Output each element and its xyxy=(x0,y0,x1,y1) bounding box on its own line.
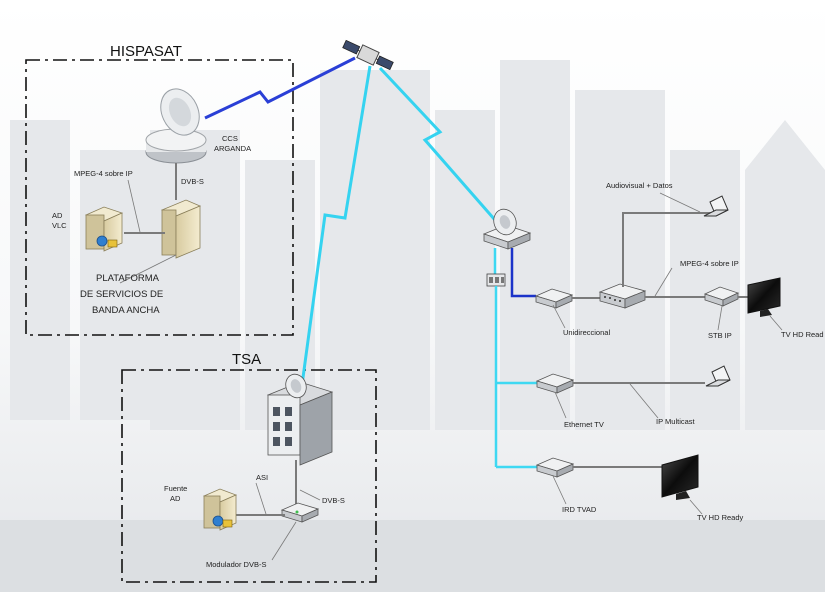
building-icon xyxy=(266,381,334,466)
ip-multicast-leader xyxy=(629,383,659,419)
ethernet-leader xyxy=(554,391,567,419)
vlc-label: VLC xyxy=(52,221,67,230)
satellite-icon xyxy=(342,39,394,71)
asi-label: ASI xyxy=(256,473,268,482)
mpeg4-right-leader xyxy=(654,267,673,297)
ip-multicast-label: IP Multicast xyxy=(656,417,696,426)
platform-label-3: BANDA ANCHA xyxy=(92,305,160,316)
switch-router-icon xyxy=(598,283,647,309)
unidireccional-label: Unidireccional xyxy=(563,328,610,337)
audiovisual-label: Audiovisual + Datos xyxy=(606,181,673,190)
ad-label: AD xyxy=(52,211,63,220)
tv-hd-ready-bottom-label: TV HD Ready xyxy=(697,513,744,522)
ccs-label-2: ARGANDA xyxy=(214,144,251,153)
ad-vlc-server-icon xyxy=(84,206,124,252)
fuente-ad-server-icon xyxy=(202,488,238,531)
home-dish-icon xyxy=(482,208,532,250)
ccs-label: CCS xyxy=(222,134,238,143)
mpeg4-right-label: MPEG-4 sobre IP xyxy=(680,259,739,268)
platform-label-2: DE SERVICIOS DE xyxy=(80,289,163,300)
stb-ip-label: STB IP xyxy=(708,331,732,340)
mpeg4-left-label: MPEG-4 sobre IP xyxy=(74,169,133,178)
tv-hd-ready-top-label: TV HD Read xyxy=(781,330,824,339)
splitter-icon xyxy=(486,273,506,287)
ird-leader xyxy=(552,475,567,505)
unidireccional-router-icon xyxy=(534,288,574,309)
wire-switch-laptop xyxy=(622,212,712,287)
dvbs-top-label: DVB-S xyxy=(181,177,204,186)
audiovisual-leader xyxy=(659,192,701,213)
dvbs-tsa-leader xyxy=(299,489,321,501)
platform-label-1: PLATAFORMA xyxy=(96,273,160,284)
wire-blue-to-unidireccional xyxy=(510,274,536,298)
stb-ip-router-icon xyxy=(703,286,740,307)
ird-tvad-router-icon xyxy=(535,457,575,478)
downlink-satellite-to-home xyxy=(378,66,497,221)
tsa-group-box xyxy=(121,369,377,583)
unidireccional-leader xyxy=(552,304,566,329)
laptop-icon-2 xyxy=(705,365,731,387)
uplink-hispasat-to-satellite xyxy=(204,56,356,120)
tsa-title: TSA xyxy=(232,351,261,368)
modulador-leader xyxy=(271,521,297,561)
fuente-ad-label: AD xyxy=(170,494,181,503)
flat-tv-icon-bottom xyxy=(661,454,699,500)
dvbs-tsa-label: DVB-S xyxy=(322,496,345,505)
tv-top-leader xyxy=(769,315,783,331)
ethernet-tv-label: Ethernet TV xyxy=(564,420,604,429)
ccs-arganda-dish-icon xyxy=(145,88,207,164)
ird-tvad-label: IRD TVAD xyxy=(562,505,597,514)
uplink-tsa-to-satellite xyxy=(300,65,372,386)
platform-server-icon xyxy=(160,199,202,259)
hispasat-group-box xyxy=(25,59,294,336)
asi-leader xyxy=(255,482,267,515)
fuente-label: Fuente xyxy=(164,484,187,493)
floor-band xyxy=(0,520,825,592)
laptop-icon xyxy=(703,195,729,217)
platform-label-leader xyxy=(119,254,177,284)
stb-leader xyxy=(717,305,723,331)
hispasat-title: HISPASAT xyxy=(110,43,182,60)
modulator-router-icon xyxy=(280,502,320,523)
modulador-label: Modulador DVB-S xyxy=(206,560,266,569)
tsa-dish-icon xyxy=(285,373,307,399)
ethernet-tv-router-icon xyxy=(535,373,575,394)
wire-mpeg4-leader xyxy=(127,179,141,233)
flat-tv-icon-top xyxy=(747,277,781,317)
tv-bottom-leader xyxy=(689,499,703,515)
